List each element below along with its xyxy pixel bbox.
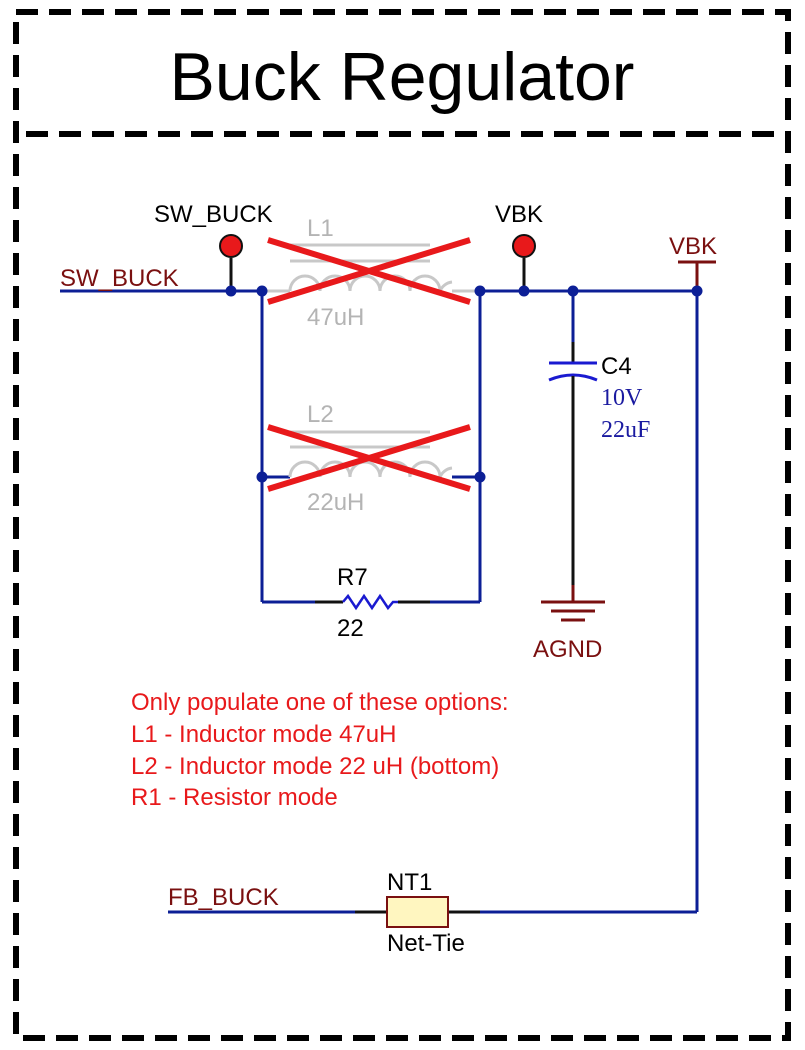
testpoint-vbk-label: VBK xyxy=(495,201,543,228)
testpoint-sw-buck-label: SW_BUCK xyxy=(154,201,273,228)
capacitor-c4 xyxy=(548,342,598,585)
population-note: Only populate one of these options: L1 -… xyxy=(131,689,509,811)
note-line-2: L1 - Inductor mode 47uH xyxy=(131,721,397,748)
vbk-port-label: VBK xyxy=(669,233,717,260)
c4-value: 22uF xyxy=(601,417,650,443)
resistor-r7 xyxy=(315,593,430,611)
l1-value: 47uH xyxy=(307,304,364,331)
sheet-border xyxy=(13,9,791,1041)
note-line-1: Only populate one of these options: xyxy=(131,689,509,716)
page-title: Buck Regulator xyxy=(170,39,635,115)
l2-dnp-cross xyxy=(267,424,471,492)
r7-ref: R7 xyxy=(337,564,368,591)
r7-value: 22 xyxy=(337,615,364,642)
l1-ref: L1 xyxy=(307,215,334,242)
agnd-ground-symbol xyxy=(541,585,605,622)
junction-dots xyxy=(225,285,703,483)
note-line-3: L2 - Inductor mode 22 uH (bottom) xyxy=(131,753,499,780)
nt1-value: Net-Tie xyxy=(387,930,465,957)
l2-ref: L2 xyxy=(307,401,334,428)
l2-value: 22uH xyxy=(307,489,364,516)
net-tie-nt1 xyxy=(355,896,480,928)
net-label-sw-buck: SW_BUCK xyxy=(60,265,179,292)
l1-dnp-cross xyxy=(267,237,471,305)
testpoint-vbk xyxy=(512,234,536,291)
note-line-4: R1 - Resistor mode xyxy=(131,784,338,811)
agnd-label: AGND xyxy=(533,636,602,663)
c4-voltage: 10V xyxy=(601,385,643,411)
net-label-fb-buck: FB_BUCK xyxy=(168,884,279,911)
testpoint-sw-buck xyxy=(219,234,243,291)
c4-ref: C4 xyxy=(601,353,632,380)
nt1-ref: NT1 xyxy=(387,869,432,896)
